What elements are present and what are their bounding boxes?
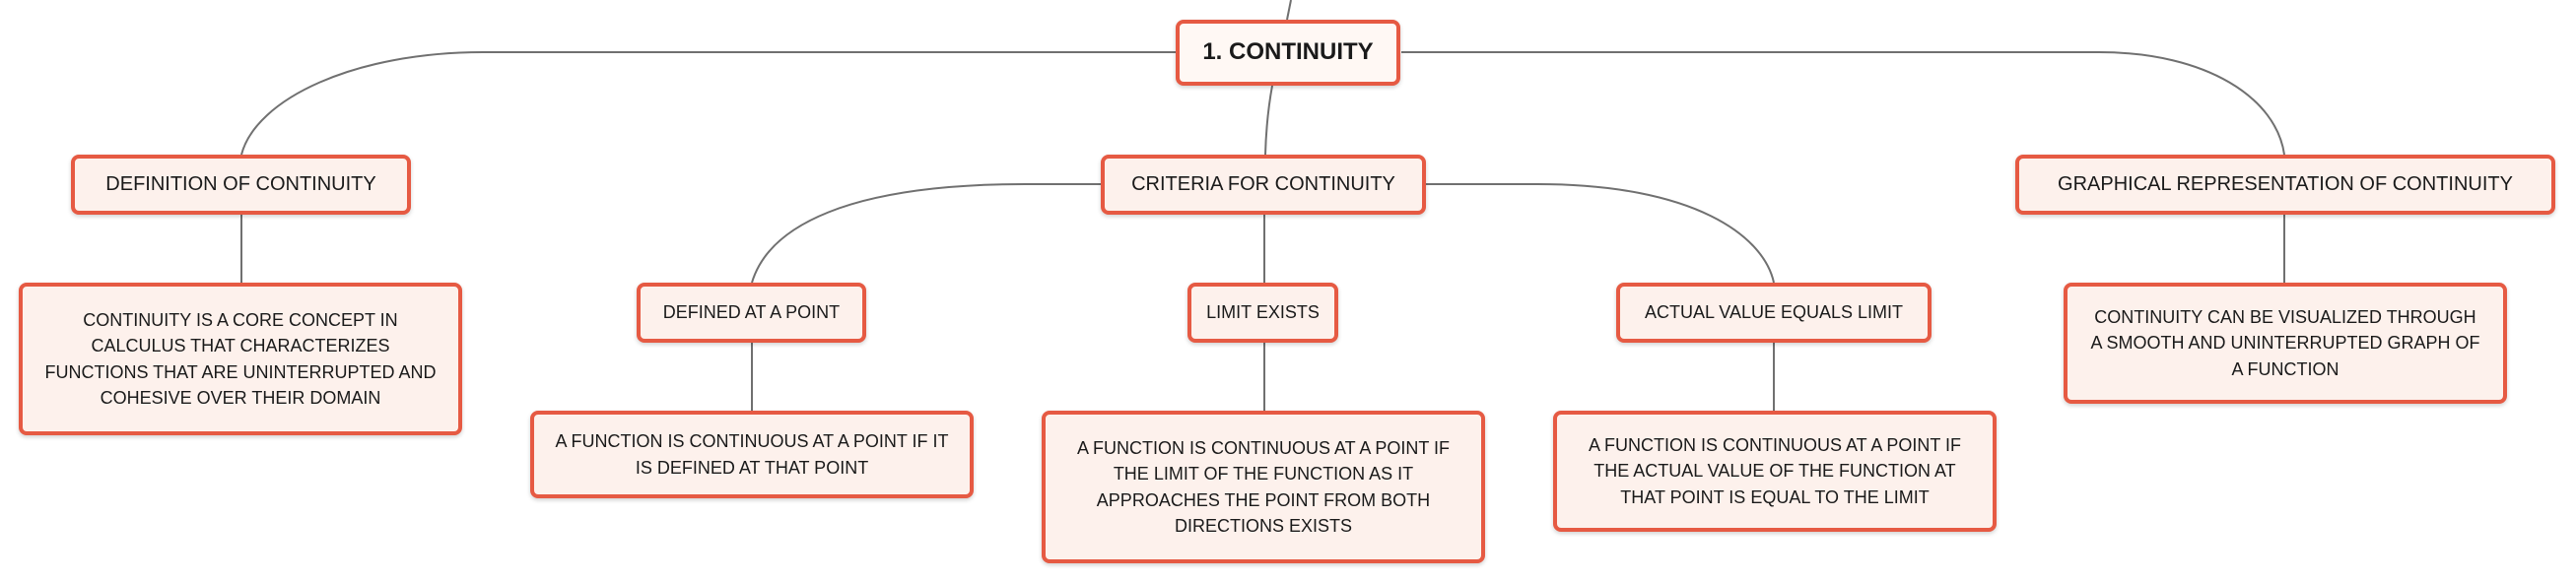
graphical-description[interactable]: CONTINUITY CAN BE VISUALIZED THROUGH A S… <box>2064 283 2507 404</box>
criterion-actual-value-equals-limit[interactable]: ACTUAL VALUE EQUALS LIMIT <box>1616 283 1932 343</box>
connector-criteria-defined <box>751 183 1101 284</box>
connector-root-definition <box>240 51 1178 156</box>
limit-exists-description[interactable]: A FUNCTION IS CONTINUOUS AT A POINT IF T… <box>1042 411 1485 563</box>
defined-at-a-point-description[interactable]: A FUNCTION IS CONTINUOUS AT A POINT IF I… <box>530 411 974 498</box>
branch-criteria-for-continuity[interactable]: CRITERIA FOR CONTINUITY <box>1101 155 1426 215</box>
branch-definition-of-continuity[interactable]: DEFINITION OF CONTINUITY <box>71 155 411 215</box>
connector-root-parent <box>1286 0 1292 21</box>
definition-description[interactable]: CONTINUITY IS A CORE CONCEPT IN CALCULUS… <box>19 283 462 435</box>
criterion-limit-exists[interactable]: LIMIT EXISTS <box>1187 283 1338 343</box>
branch-graphical-representation[interactable]: GRAPHICAL REPRESENTATION OF CONTINUITY <box>2015 155 2555 215</box>
connector-root-criteria <box>1264 85 1273 156</box>
actual-value-equals-limit-description[interactable]: A FUNCTION IS CONTINUOUS AT A POINT IF T… <box>1553 411 1997 532</box>
root-node[interactable]: 1. CONTINUITY <box>1176 20 1400 86</box>
criterion-defined-at-a-point[interactable]: DEFINED AT A POINT <box>637 283 866 343</box>
connector-criteria-actual <box>1426 183 1775 284</box>
connector-root-graphical <box>1401 51 2285 156</box>
